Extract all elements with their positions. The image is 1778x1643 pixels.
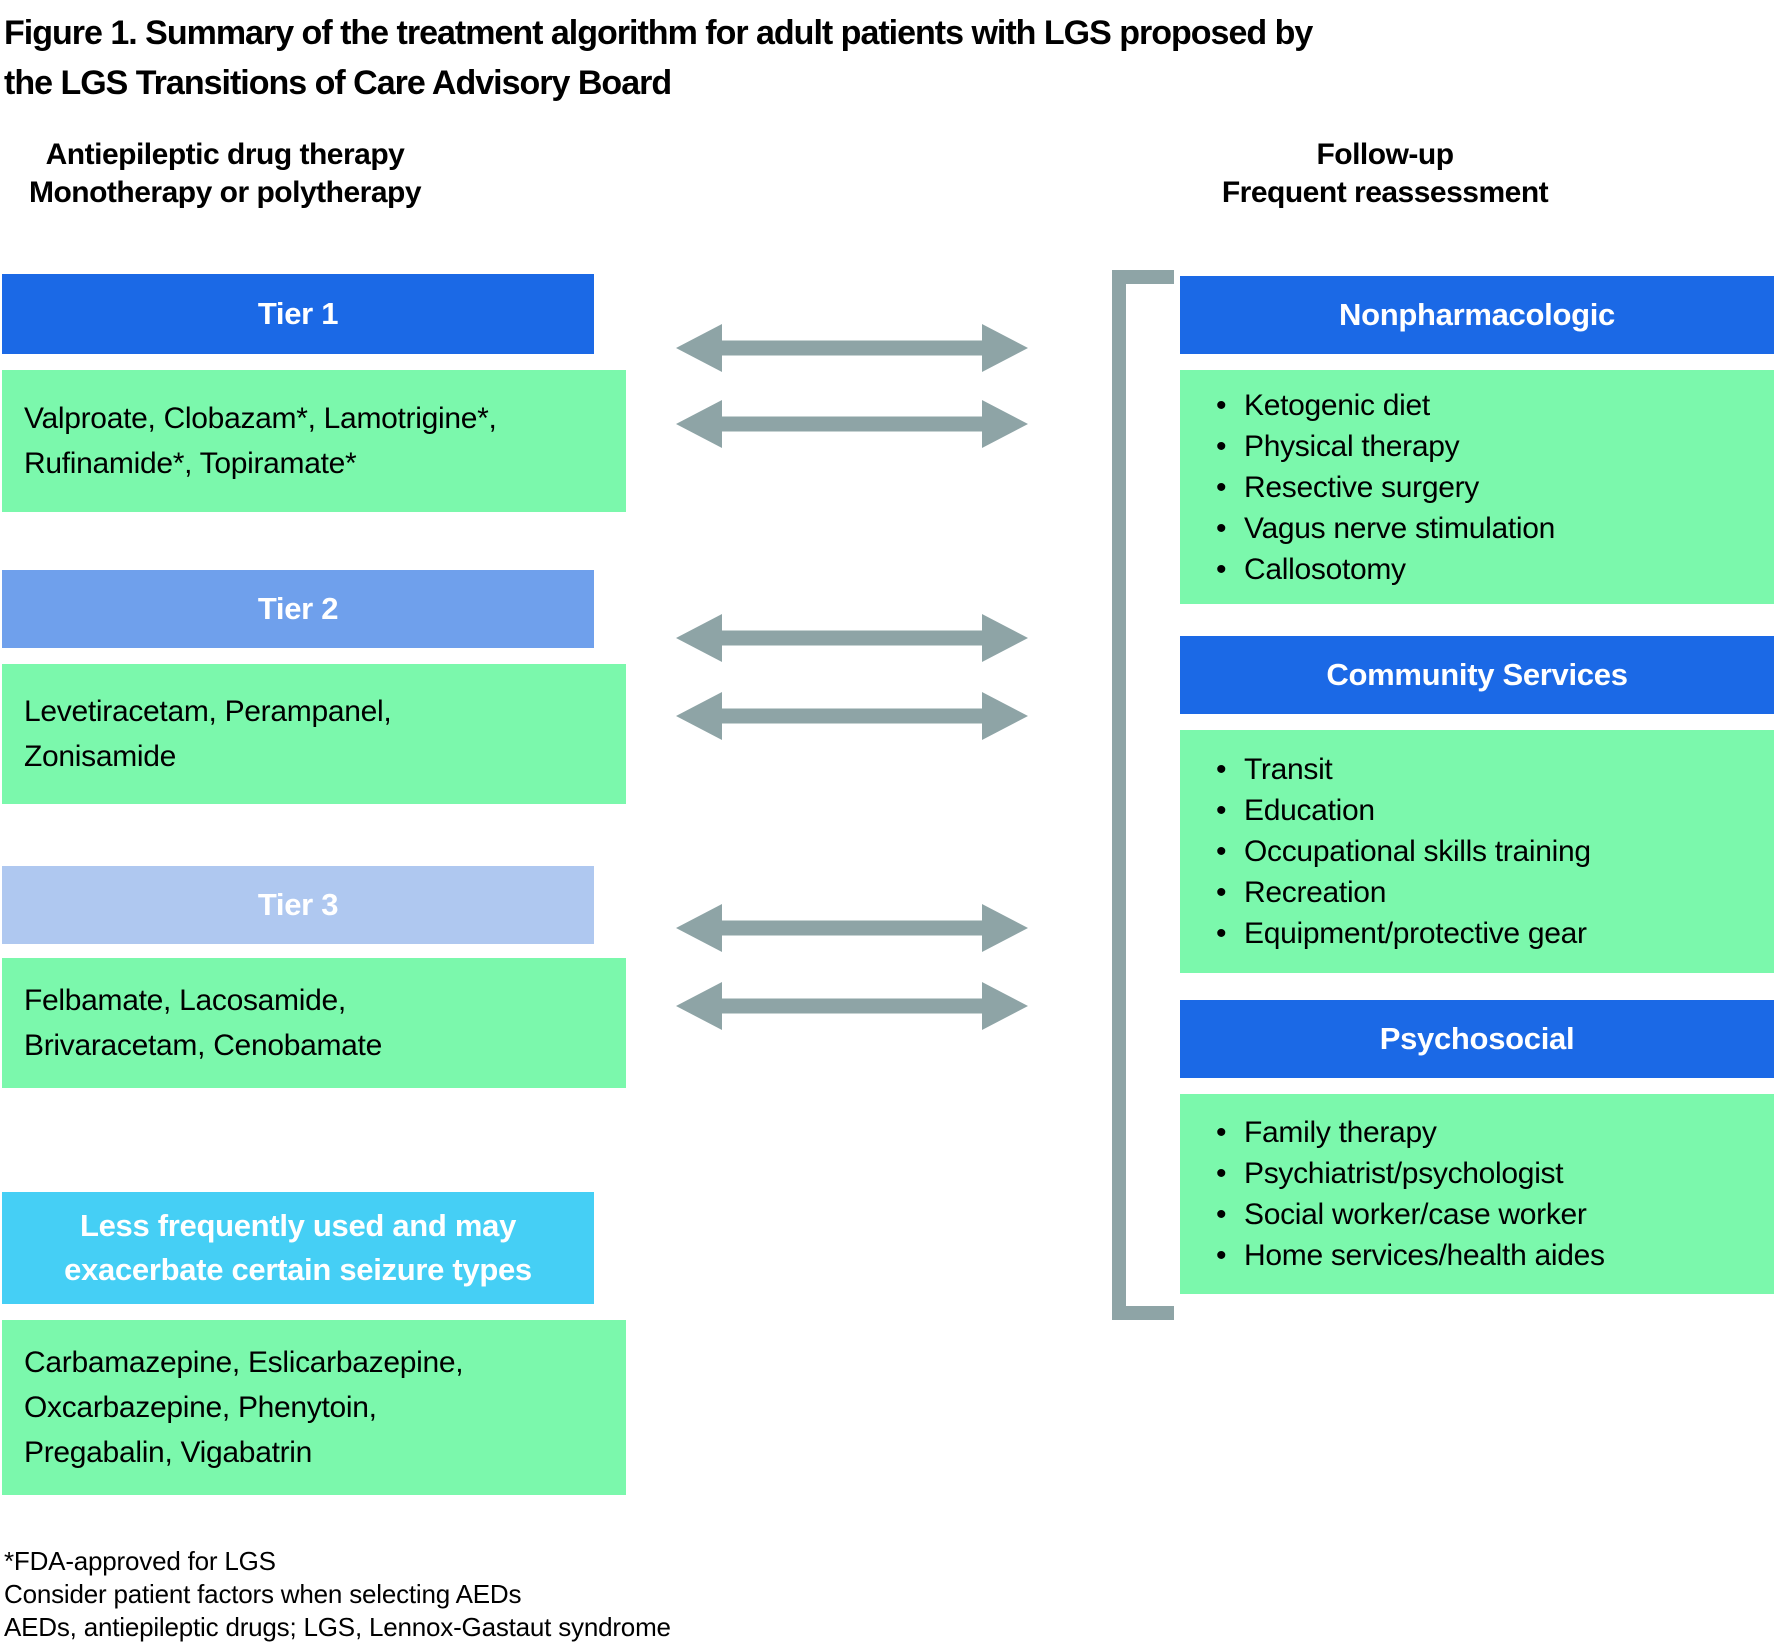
drug-line: Brivaracetam, Cenobamate: [24, 1029, 382, 1062]
list-item: Education: [1180, 790, 1774, 831]
list-item: Occupational skills training: [1180, 831, 1774, 872]
drug-line: Valproate, Clobazam*, Lamotrigine*,: [24, 402, 497, 435]
list-item: Recreation: [1180, 872, 1774, 913]
psychosocial-header: Psychosocial: [1180, 1000, 1774, 1078]
drug-line: Oxcarbazepine, Phenytoin,: [24, 1391, 377, 1424]
tier2-header: Tier 2: [2, 570, 594, 648]
figure-title-line2: the LGS Transitions of Care Advisory Boa…: [4, 64, 672, 102]
community-services-header: Community Services: [1180, 636, 1774, 714]
less-frequent-header: Less frequently used and may exacerbate …: [2, 1192, 594, 1304]
less-frequent-label-line2: exacerbate certain seizure types: [64, 1252, 532, 1287]
tier2-drugs-box: Levetiracetam, Perampanel, Zonisamide: [2, 664, 626, 804]
community-services-label: Community Services: [1326, 657, 1628, 692]
double-arrow-icon: [676, 614, 1028, 662]
footnote-line: *FDA-approved for LGS: [4, 1546, 276, 1576]
double-arrow-icon: [676, 982, 1028, 1030]
drug-line: Rufinamide*, Topiramate*: [24, 447, 357, 480]
tier1-label: Tier 1: [257, 296, 339, 331]
tier3-drugs-box: Felbamate, Lacosamide, Brivaracetam, Cen…: [2, 958, 626, 1088]
list-item: Transit: [1180, 749, 1774, 790]
community-services-box: Transit Education Occupational skills tr…: [1180, 730, 1774, 973]
footnote-line: AEDs, antiepileptic drugs; LGS, Lennox-G…: [4, 1612, 671, 1642]
group-bracket-icon: [1112, 270, 1126, 1320]
double-arrow-icon: [676, 324, 1028, 372]
list-item: Resective surgery: [1180, 467, 1774, 508]
list-item: Equipment/protective gear: [1180, 913, 1774, 954]
list-item: Vagus nerve stimulation: [1180, 508, 1774, 549]
right-column-header-line1: Follow-up: [1316, 138, 1454, 171]
list-item: Home services/health aides: [1180, 1235, 1774, 1276]
list-item: Ketogenic diet: [1180, 385, 1774, 426]
left-column-header: Antiepileptic drug therapy Monotherapy o…: [0, 136, 450, 212]
psychosocial-label: Psychosocial: [1379, 1021, 1575, 1056]
psychosocial-box: Family therapy Psychiatrist/psychologist…: [1180, 1094, 1774, 1294]
psychosocial-list: Family therapy Psychiatrist/psychologist…: [1180, 1112, 1774, 1276]
group-bracket-icon: [1112, 1306, 1174, 1320]
drug-line: Felbamate, Lacosamide,: [24, 984, 346, 1017]
list-item: Social worker/case worker: [1180, 1194, 1774, 1235]
nonpharmacologic-box: Ketogenic diet Physical therapy Resectiv…: [1180, 370, 1774, 604]
drug-line: Zonisamide: [24, 740, 177, 773]
tier1-drugs-box: Valproate, Clobazam*, Lamotrigine*, Rufi…: [2, 370, 626, 512]
less-frequent-label-line1: Less frequently used and may: [79, 1208, 517, 1243]
list-item: Family therapy: [1180, 1112, 1774, 1153]
group-bracket-icon: [1112, 270, 1174, 284]
drug-line: Pregabalin, Vigabatrin: [24, 1436, 313, 1469]
list-item: Callosotomy: [1180, 549, 1774, 590]
double-arrow-icon: [676, 904, 1028, 952]
footnote-line: Consider patient factors when selecting …: [4, 1579, 522, 1609]
right-column-header: Follow-up Frequent reassessment: [1118, 136, 1652, 212]
tier3-label: Tier 3: [257, 887, 339, 922]
footnotes: *FDA-approved for LGS Consider patient f…: [4, 1545, 671, 1643]
double-arrow-icon: [676, 692, 1028, 740]
figure-title: Figure 1. Summary of the treatment algor…: [4, 8, 1313, 108]
list-item: Physical therapy: [1180, 426, 1774, 467]
left-column-header-line1: Antiepileptic drug therapy: [45, 138, 405, 171]
less-frequent-drugs-box: Carbamazepine, Eslicarbazepine, Oxcarbaz…: [2, 1320, 626, 1495]
right-column-header-line2: Frequent reassessment: [1221, 176, 1549, 209]
double-arrow-icon: [676, 400, 1028, 448]
tier1-header: Tier 1: [2, 274, 594, 354]
nonpharmacologic-header: Nonpharmacologic: [1180, 276, 1774, 354]
figure-title-line1: Figure 1. Summary of the treatment algor…: [4, 14, 1313, 52]
drug-line: Levetiracetam, Perampanel,: [24, 695, 392, 728]
tier3-header: Tier 3: [2, 866, 594, 944]
tier2-label: Tier 2: [257, 591, 339, 626]
nonpharmacologic-list: Ketogenic diet Physical therapy Resectiv…: [1180, 385, 1774, 590]
left-column-header-line2: Monotherapy or polytherapy: [28, 176, 422, 209]
community-services-list: Transit Education Occupational skills tr…: [1180, 749, 1774, 954]
drug-line: Carbamazepine, Eslicarbazepine,: [24, 1346, 464, 1379]
list-item: Psychiatrist/psychologist: [1180, 1153, 1774, 1194]
nonpharmacologic-label: Nonpharmacologic: [1339, 297, 1615, 332]
